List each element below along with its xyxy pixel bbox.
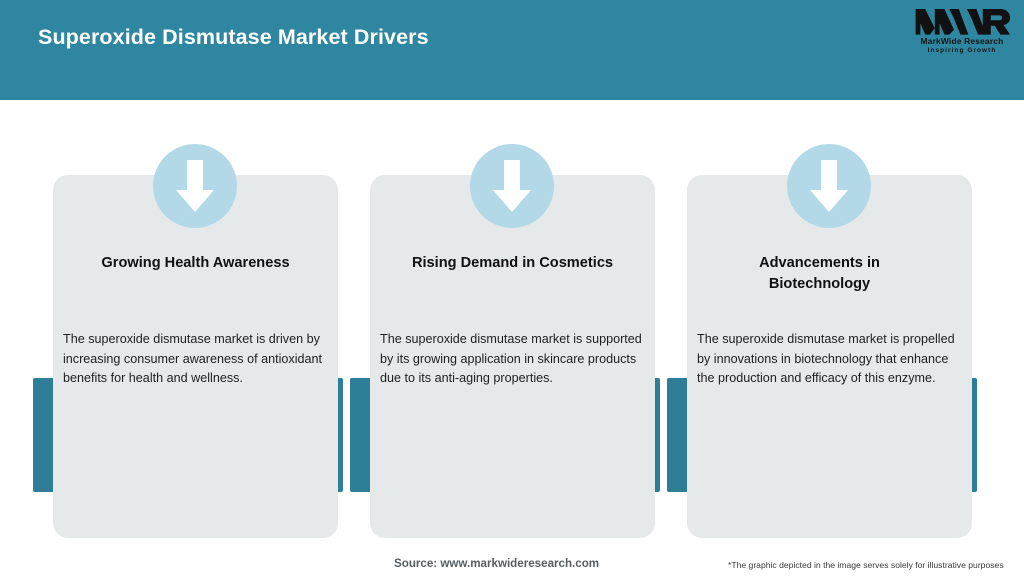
- logo-company-name: MarkWide Research: [920, 36, 1004, 46]
- mwr-logo-icon: [915, 9, 1010, 35]
- card-text-3: The superoxide dismutase market is prope…: [697, 332, 955, 385]
- arrow-down-icon: [810, 160, 848, 212]
- disclaimer-label: *The graphic depicted in the image serve…: [728, 560, 1004, 570]
- icon-circle-3: [787, 144, 871, 228]
- card-body-2: [370, 175, 655, 538]
- header-bar: Superoxide Dismutase Market Drivers Mark…: [0, 0, 1024, 100]
- card-body-1: [53, 175, 338, 538]
- company-logo: MarkWide Research Inspiring Growth: [914, 7, 1010, 57]
- page-title: Superoxide Dismutase Market Drivers: [38, 25, 429, 49]
- icon-circle-2: [470, 144, 554, 228]
- arrow-down-icon: [493, 160, 531, 212]
- card-body-3: [687, 175, 972, 538]
- card-text-1: The superoxide dismutase market is drive…: [63, 332, 323, 385]
- card-title-3: Advancements in Biotechnology: [759, 255, 880, 292]
- card-title-1: Growing Health Awareness: [101, 255, 290, 271]
- card-text-2: The superoxide dismutase market is suppo…: [380, 332, 642, 385]
- source-label: Source: www.markwideresearch.com: [394, 557, 600, 570]
- card-title-2: Rising Demand in Cosmetics: [411, 255, 614, 271]
- logo-tagline: Inspiring Growth: [927, 47, 997, 54]
- arrow-down-icon: [176, 160, 214, 212]
- icon-circle-1: [153, 144, 237, 228]
